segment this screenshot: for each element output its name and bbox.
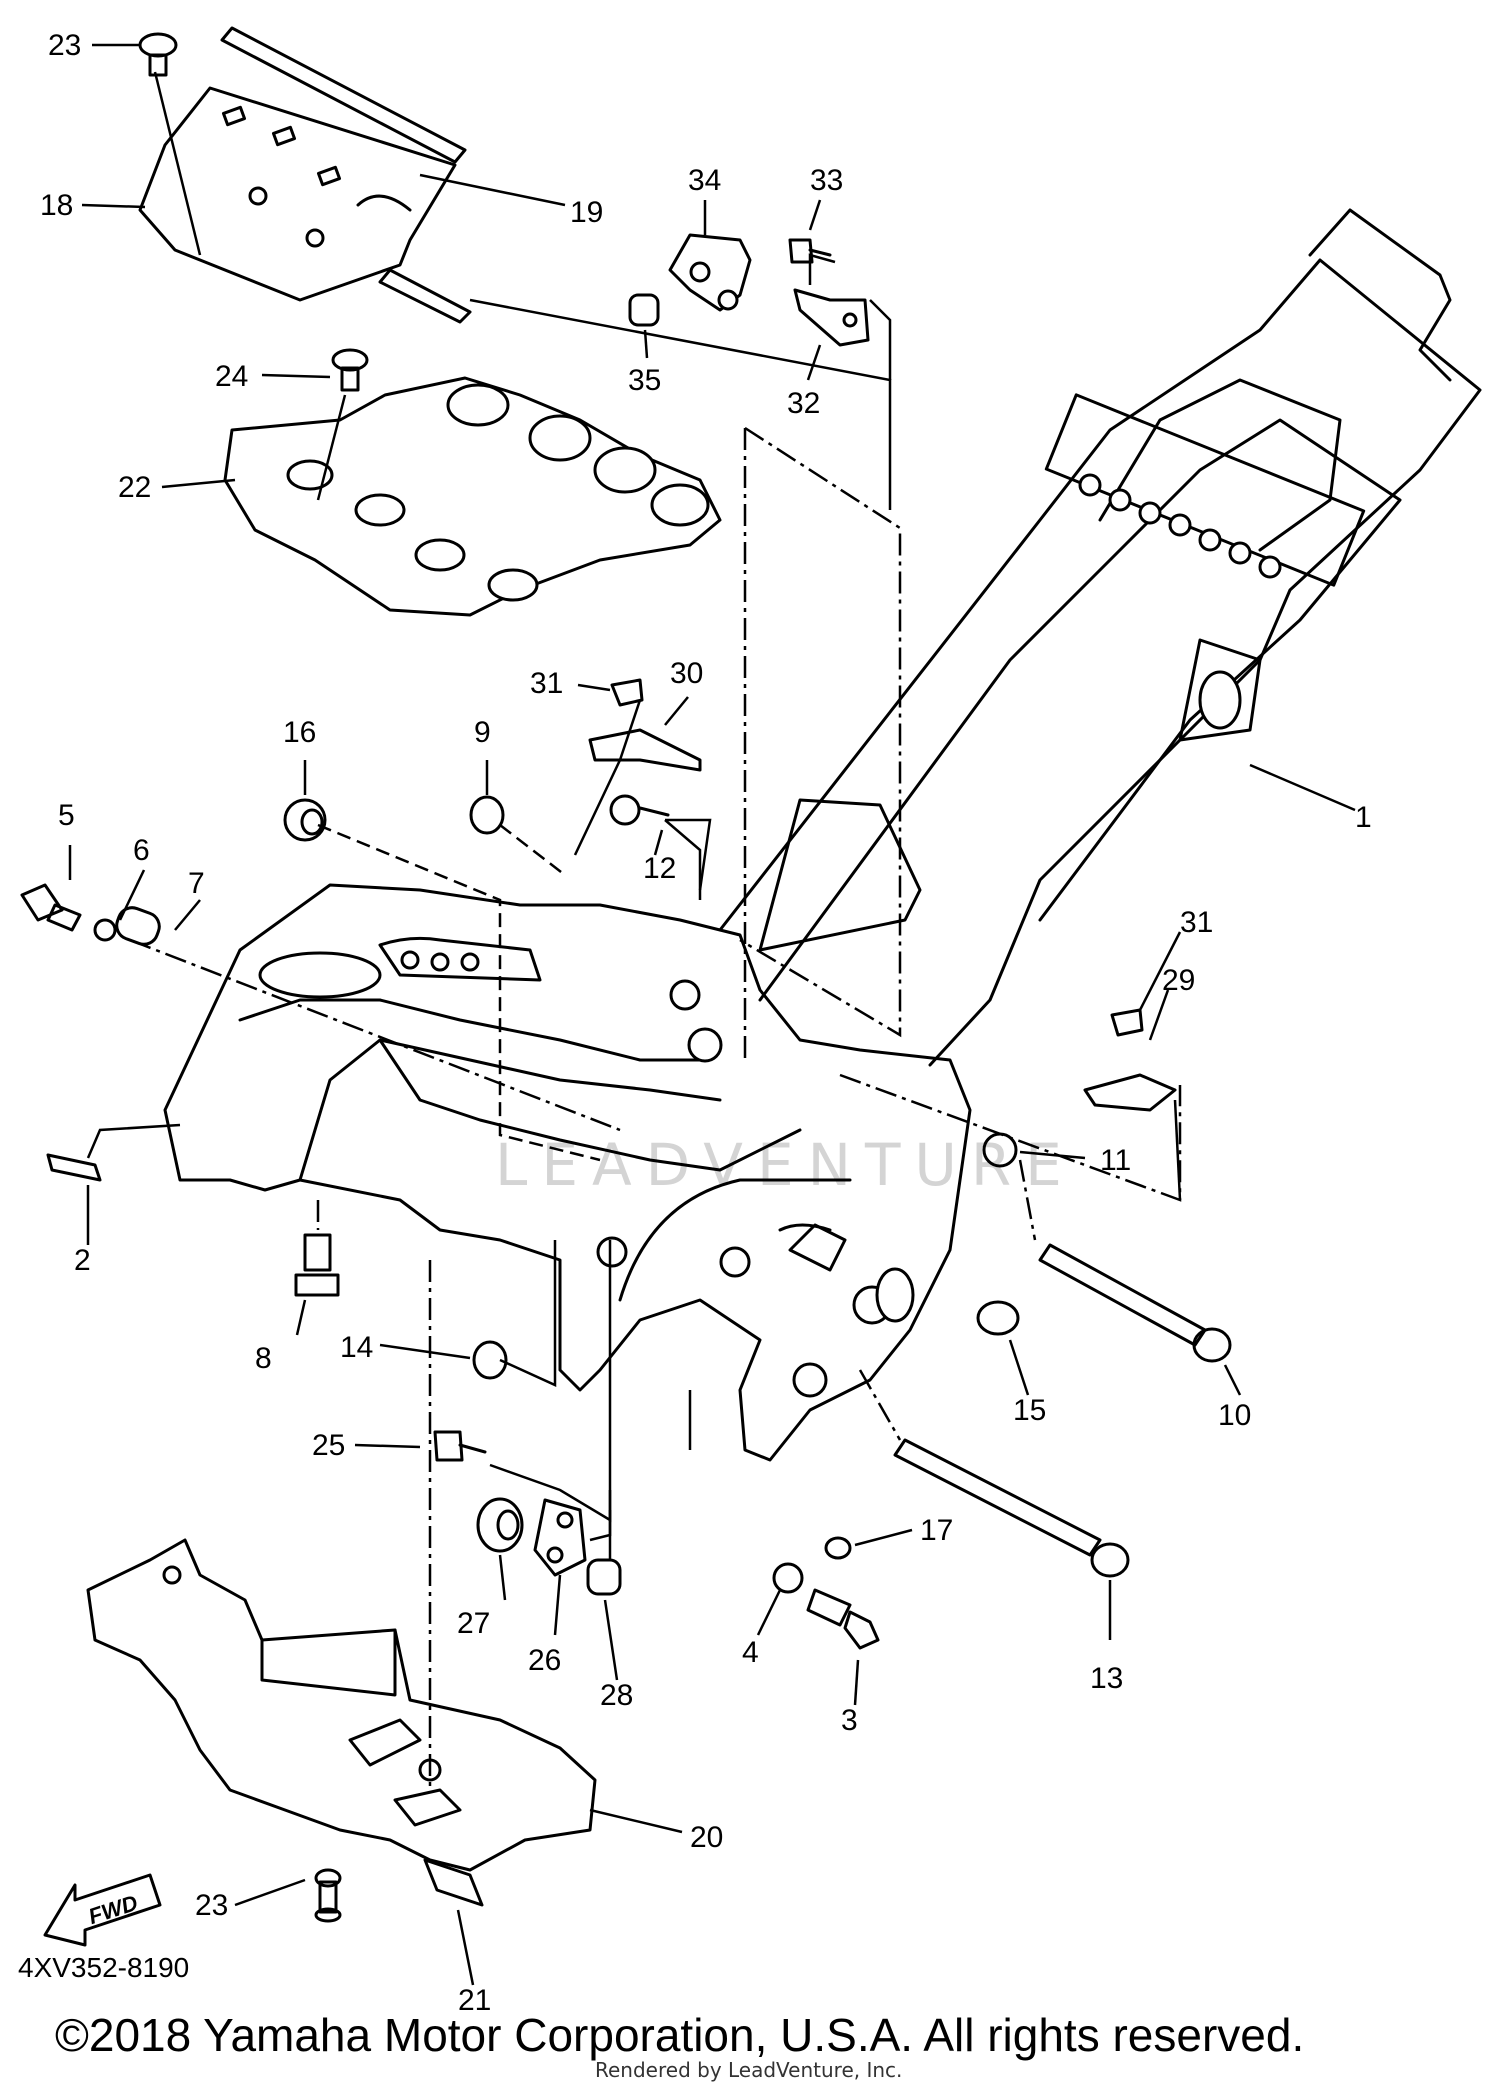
callout-6: 6 <box>133 834 150 867</box>
callout-8: 8 <box>255 1342 272 1375</box>
callout-7: 7 <box>188 867 205 900</box>
callout-14: 14 <box>340 1331 373 1364</box>
callout-16: 16 <box>283 716 316 749</box>
callout-22: 22 <box>118 471 151 504</box>
callout-25: 25 <box>312 1429 345 1462</box>
fwd-label: FWD <box>85 1890 140 1929</box>
callout-33: 33 <box>810 164 843 197</box>
assembly-lines <box>86 71 1182 1790</box>
main-frame <box>163 883 972 1462</box>
callout-10: 10 <box>1218 1399 1251 1432</box>
part-22-plate <box>223 376 722 617</box>
callout-20: 20 <box>690 1821 723 1854</box>
callout-21: 21 <box>458 1984 491 2017</box>
callout-34: 34 <box>688 164 721 197</box>
callout-19: 19 <box>570 196 603 229</box>
callout-30: 30 <box>670 657 703 690</box>
part-18-cover-plate <box>138 86 457 302</box>
copyright-notice: ©2018 Yamaha Motor Corporation, U.S.A. A… <box>55 2009 1305 2061</box>
callout-15: 15 <box>1013 1394 1046 1427</box>
part-19-rubber-strips <box>220 26 472 324</box>
callout-28: 28 <box>600 1679 633 1712</box>
callout-5: 5 <box>58 799 75 832</box>
callout-23-bottom: 23 <box>195 1889 228 1922</box>
watermark: LEADVENTURE <box>495 1131 1076 1199</box>
callout-31-top: 31 <box>530 667 563 700</box>
callout-numbers: 1 2 3 4 5 6 7 8 9 10 11 12 13 14 15 16 1… <box>40 29 1372 2017</box>
callout-4: 4 <box>742 1636 759 1669</box>
callout-27: 27 <box>457 1607 490 1640</box>
callout-11: 11 <box>1100 1144 1131 1177</box>
part-1-rear-frame <box>718 208 1482 1067</box>
callout-29: 29 <box>1162 964 1195 997</box>
callout-32: 32 <box>787 387 820 420</box>
callout-31-right: 31 <box>1180 906 1213 939</box>
callout-12: 12 <box>643 852 676 885</box>
diagram-reference-code: 4XV352-8190 <box>18 1952 190 1983</box>
rendered-by-credit: Rendered by LeadVenture, Inc. <box>595 2058 903 2082</box>
callout-18: 18 <box>40 189 73 222</box>
callout-24: 24 <box>215 360 248 393</box>
callout-3: 3 <box>841 1704 858 1737</box>
callout-13: 13 <box>1090 1662 1123 1695</box>
fwd-direction-arrow: FWD <box>43 1873 162 1947</box>
callout-26: 26 <box>528 1644 561 1677</box>
callout-17: 17 <box>920 1514 953 1547</box>
part-20-lower-cover <box>86 1538 597 1872</box>
callout-23-top: 23 <box>48 29 81 62</box>
callout-1: 1 <box>1355 801 1372 834</box>
callout-35: 35 <box>628 364 661 397</box>
callout-2: 2 <box>74 1244 91 1277</box>
small-parts <box>20 32 1232 1923</box>
callout-9: 9 <box>474 716 491 749</box>
callout-leaders <box>68 43 1356 1986</box>
